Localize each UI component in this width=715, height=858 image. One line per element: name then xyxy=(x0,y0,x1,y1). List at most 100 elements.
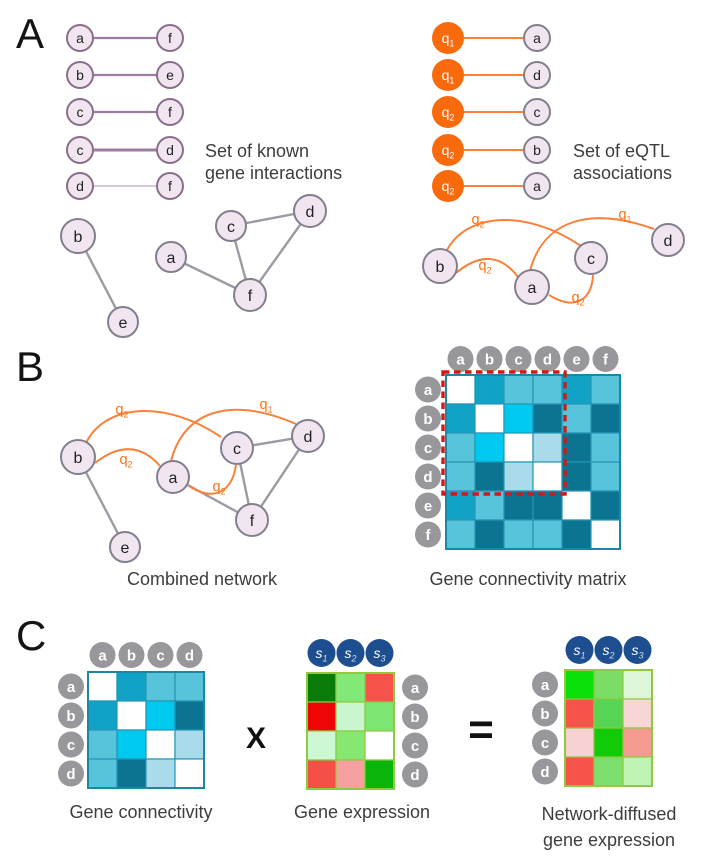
gene-node-label: b xyxy=(436,259,445,276)
matrix-cell xyxy=(87,700,118,731)
eqtl-node-q2 xyxy=(432,134,464,166)
matrix-cell xyxy=(503,432,534,463)
gene-node-label: a xyxy=(169,470,178,487)
matrix-cell xyxy=(590,461,621,492)
sample-header-s2 xyxy=(336,639,365,667)
matrix-cell xyxy=(474,519,505,550)
gene-node-d xyxy=(66,172,94,200)
matrix-header-label: d xyxy=(185,648,194,665)
matrix-header-c xyxy=(402,732,428,759)
matrix-header-b xyxy=(476,346,503,372)
matrix-header-c xyxy=(415,434,441,461)
matrix-cell xyxy=(87,729,118,760)
eqtl-node-label: q2 xyxy=(442,104,455,123)
matrix-cell xyxy=(532,519,563,550)
sample-header-label: s2 xyxy=(344,645,356,664)
matrix-border xyxy=(87,671,205,789)
matrix-cell xyxy=(561,403,592,434)
matrix-cell xyxy=(590,403,621,434)
matrix-cell xyxy=(622,727,653,758)
gene-node-b xyxy=(66,61,94,89)
gene-node-label: e xyxy=(166,67,174,83)
matrix-cell xyxy=(445,490,476,521)
matrix-cell xyxy=(590,374,621,405)
matrix-header-label: a xyxy=(67,679,76,696)
eqtl-node-q1 xyxy=(432,22,464,54)
matrix-header-f xyxy=(592,346,619,372)
matrix-cell xyxy=(593,727,624,758)
matrix-header-a xyxy=(402,674,428,701)
matrix-header-label: c xyxy=(424,440,432,457)
matrix-header-label: d xyxy=(543,352,552,369)
matrix-cell xyxy=(622,756,653,787)
matrix-header-c xyxy=(58,731,84,758)
gene-node-b xyxy=(422,248,458,284)
matrix-cell xyxy=(564,727,595,758)
gene-node-f xyxy=(156,98,184,126)
eqtl-arc-label: q2 xyxy=(478,258,491,276)
known-caption-line2: gene interactions xyxy=(205,163,342,183)
matrix-cell xyxy=(174,671,205,702)
matrix-cell xyxy=(174,729,205,760)
matrix-header-d xyxy=(534,346,561,372)
gene-node-a xyxy=(156,460,190,494)
matrix-cell xyxy=(503,374,534,405)
matrix-cell xyxy=(590,432,621,463)
matrix-header-f xyxy=(415,521,441,548)
gene-node-b xyxy=(60,218,96,254)
matrix-cell xyxy=(145,700,176,731)
gene-node-label: c xyxy=(77,104,84,120)
gene-expression-caption: Gene expression xyxy=(294,802,430,822)
sample-header-label: s3 xyxy=(631,642,643,661)
matrix-header-label: c xyxy=(411,738,419,755)
gene-node-c xyxy=(574,241,608,275)
matrix-cell xyxy=(174,758,205,789)
eqtl-arc xyxy=(445,219,582,253)
matrix-cell xyxy=(622,698,653,729)
matrix-cell xyxy=(306,759,337,790)
gene-node-a xyxy=(66,24,94,52)
gene-node-label: f xyxy=(168,178,172,194)
gene-node-label: f xyxy=(168,30,172,46)
connectivity-matrix-caption: Gene connectivity matrix xyxy=(429,569,626,589)
matrix-cell xyxy=(564,698,595,729)
eqtl-arc-label: q1 xyxy=(259,397,272,415)
matrix-header-label: f xyxy=(603,352,609,369)
eqtl-arc-label: q2 xyxy=(119,452,132,470)
matrix-header-c xyxy=(147,642,174,668)
matrix-cell xyxy=(503,519,534,550)
gene-node-d xyxy=(293,194,327,228)
matrix-border xyxy=(564,669,653,787)
matrix-cell xyxy=(561,374,592,405)
gene-node-label: a xyxy=(167,250,176,267)
matrix-cell xyxy=(364,759,395,790)
eqtl-node-q1 xyxy=(432,59,464,91)
sample-header-label: s3 xyxy=(373,645,385,664)
matrix-cell xyxy=(474,432,505,463)
eqtl-arc-label: q1 xyxy=(618,207,631,225)
eqtl-node-label: q1 xyxy=(442,67,455,86)
gene-node-label: d xyxy=(76,178,84,194)
sample-header-s2 xyxy=(594,636,623,664)
matrix-cell xyxy=(503,403,534,434)
matrix-cell xyxy=(474,374,505,405)
matrix-border xyxy=(306,672,395,790)
gene-node-e xyxy=(109,531,141,563)
eqtl-arc xyxy=(170,408,297,462)
gene-node-d xyxy=(156,136,184,164)
matrix-cell xyxy=(532,490,563,521)
matrix-cell xyxy=(145,758,176,789)
gene-node-c xyxy=(66,136,94,164)
gene-node-label: f xyxy=(248,288,253,305)
matrix-header-label: a xyxy=(424,382,433,399)
gene-node-c xyxy=(220,431,254,465)
gene-node-label: b xyxy=(74,229,83,246)
sample-header-label: s2 xyxy=(602,642,614,661)
